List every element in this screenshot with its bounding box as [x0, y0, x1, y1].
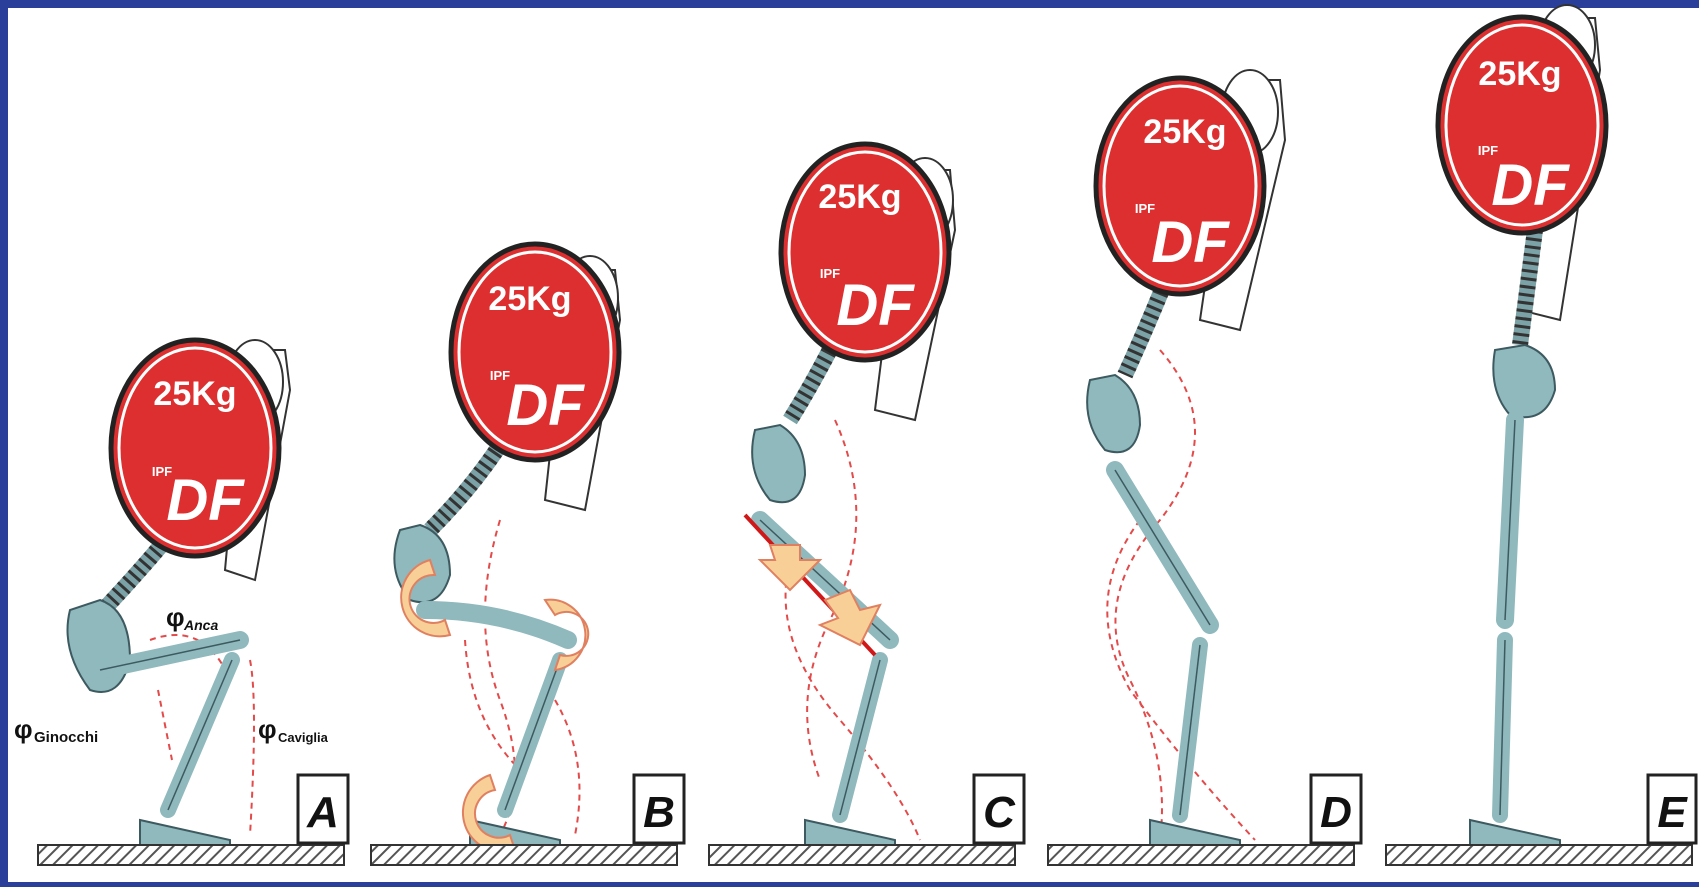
plate-weight-label: 25Kg — [488, 280, 571, 318]
plate-weight-label: 25Kg — [153, 375, 236, 413]
plate-weight-label: 25Kg — [1143, 113, 1226, 151]
plate-brand-label: DF — [1491, 153, 1570, 218]
svg-text:φ: φ — [258, 714, 277, 744]
svg-text:φ: φ — [166, 602, 185, 632]
phase-label-box: E — [1648, 775, 1696, 843]
svg-text:Anca: Anca — [183, 617, 218, 633]
phase-label: E — [1657, 788, 1688, 837]
plate-weight-label: 25Kg — [818, 178, 901, 216]
phase-label: B — [643, 788, 675, 837]
ground-strip — [1048, 845, 1354, 865]
plate-brand-label: DF — [836, 273, 915, 338]
plate-brand-label: DF — [506, 373, 585, 438]
ground-strip — [38, 845, 344, 865]
svg-text:Ginocchi: Ginocchi — [34, 729, 98, 746]
phase-label: A — [306, 788, 339, 837]
phase-label: C — [983, 788, 1016, 837]
phase-label-box: A — [298, 775, 348, 843]
svg-text:Caviglia: Caviglia — [278, 730, 329, 745]
svg-text:φ: φ — [14, 714, 33, 744]
ground-strip — [709, 845, 1015, 865]
ground-strip — [371, 845, 677, 865]
phase-label-box: D — [1311, 775, 1361, 843]
plate-brand-label: DF — [166, 468, 245, 533]
ground-strip — [1386, 845, 1692, 865]
phase-label-box: B — [634, 775, 684, 843]
plate-brand-label: DF — [1151, 210, 1230, 275]
phase-label-box: C — [974, 775, 1024, 843]
plate-weight-label: 25Kg — [1478, 55, 1561, 93]
phase-label: D — [1320, 788, 1352, 837]
